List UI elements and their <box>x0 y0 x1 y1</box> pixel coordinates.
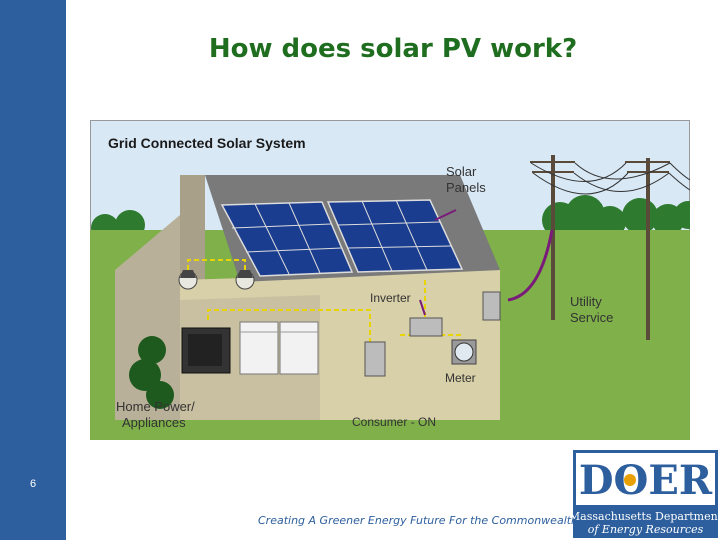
label-utility-line1: Utility <box>570 294 602 309</box>
inverter-box <box>409 317 443 337</box>
logo-text-line2: of Energy Resources <box>588 523 704 536</box>
ceiling-lamps <box>178 270 255 290</box>
utility-disconnect-box <box>482 291 501 321</box>
doer-logo: DOER Massachusetts Department of Energy … <box>573 450 718 538</box>
shrub <box>129 336 174 409</box>
solar-panels <box>220 199 464 277</box>
label-inverter: Inverter <box>370 291 411 305</box>
left-sidebar: 6 <box>0 0 66 540</box>
logo-letters: DOER <box>579 457 713 504</box>
appliances <box>181 321 319 375</box>
label-utility-line2: Service <box>570 310 613 325</box>
label-home-power-line1: Home Power/ <box>116 399 195 414</box>
utility-service-line <box>507 229 554 302</box>
label-meter: Meter <box>445 371 476 385</box>
pole-crossarms <box>530 161 670 173</box>
power-lines <box>530 162 690 195</box>
electric-meter <box>451 339 477 365</box>
logo-text-line1: Massachusetts Department <box>573 510 718 523</box>
slide-title: How does solar PV work? <box>208 34 578 64</box>
solar-system-diagram: Grid Connected Solar System Solar Panels… <box>90 120 690 440</box>
footer-tagline: Creating A Greener Energy Future For the… <box>258 514 579 527</box>
slide-number: 6 <box>29 478 37 490</box>
label-solar-panels-line1: Solar <box>446 164 477 179</box>
label-home-power-line2: Appliances <box>122 415 186 430</box>
label-consumer: Consumer - ON <box>352 415 436 429</box>
diagram-heading: Grid Connected Solar System <box>108 135 306 151</box>
label-solar-panels-line2: Panels <box>446 180 486 195</box>
label-arrows <box>419 209 457 316</box>
utility-poles <box>551 155 650 340</box>
logo-sun-icon <box>624 474 636 486</box>
breaker-panel <box>364 341 386 377</box>
